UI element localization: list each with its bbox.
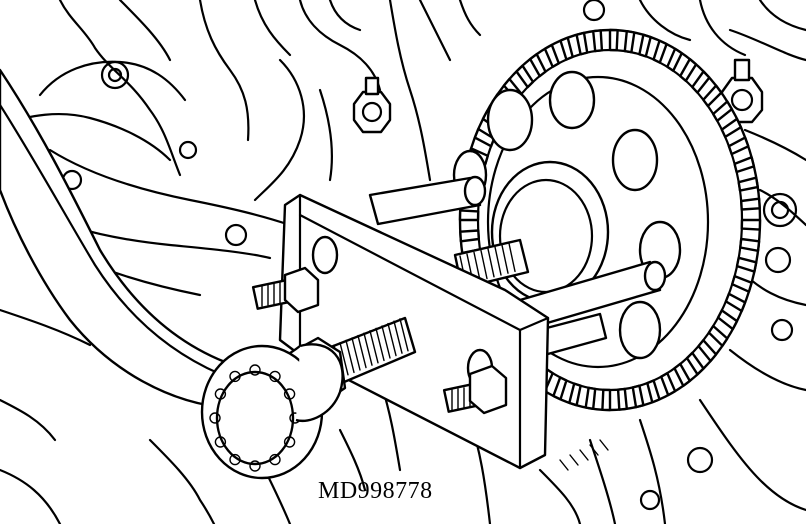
sprocket-tooth xyxy=(592,29,604,53)
sprocket-tooth xyxy=(459,229,480,243)
spanner-flute xyxy=(283,436,296,448)
sprocket-tooth xyxy=(616,387,628,411)
sprocket-tooth xyxy=(740,218,762,231)
sprocket-tooth xyxy=(666,47,683,73)
thread-line xyxy=(494,246,502,276)
spanner-flute xyxy=(209,412,221,424)
thread-line xyxy=(375,327,385,362)
sprocket-tooth xyxy=(552,376,568,401)
thread-line xyxy=(487,248,495,278)
right-side-bolt xyxy=(442,364,508,415)
sprocket-tooth xyxy=(685,351,705,376)
spanner-flute xyxy=(214,388,227,400)
puller-tool xyxy=(251,175,667,470)
thread-line xyxy=(345,339,355,374)
spanner-flute xyxy=(229,370,241,383)
sprocket-tooth xyxy=(707,324,729,347)
sprocket-tooth xyxy=(458,209,480,222)
thread-line xyxy=(357,334,367,369)
thread-line xyxy=(508,242,516,273)
sprocket-tooth xyxy=(568,382,582,407)
sprocket-tooth xyxy=(740,197,761,211)
sprocket-tooth xyxy=(631,384,645,409)
sprocket-tooth xyxy=(601,388,612,412)
thread-line xyxy=(480,249,488,280)
ring-spanner-flutes xyxy=(209,364,301,472)
sprocket-tooth xyxy=(623,30,636,54)
sprocket-tooth xyxy=(652,39,668,64)
part-number-label: MD998778 xyxy=(318,478,433,504)
sprocket-tooth xyxy=(646,379,661,404)
ring-spanner xyxy=(0,68,344,480)
thread-line xyxy=(339,342,349,376)
background-bolts xyxy=(352,58,764,134)
sprocket-tooth xyxy=(733,155,756,174)
sprocket-tooth xyxy=(724,292,747,313)
thread-line xyxy=(351,337,361,371)
spanner-flute xyxy=(249,364,261,376)
thread-line xyxy=(387,322,397,357)
sprocket-tooth xyxy=(735,256,758,273)
sprocket-tooth xyxy=(559,36,574,61)
sprocket-tooth xyxy=(529,53,547,78)
thread-line xyxy=(399,318,409,352)
thread-line xyxy=(369,330,379,364)
sprocket-tooth xyxy=(739,237,761,253)
sprocket-tooth xyxy=(543,43,560,69)
sprocket-tooth xyxy=(691,70,711,94)
thread-line xyxy=(363,332,373,366)
thread-line xyxy=(381,325,391,359)
sprocket-tooth xyxy=(697,339,718,363)
sprocket-tooth xyxy=(515,64,535,89)
sprocket-tooth xyxy=(712,100,733,123)
spanner-flute xyxy=(269,370,281,383)
thread-line xyxy=(501,244,509,274)
sprocket-tooth xyxy=(727,136,750,156)
sprocket-tooth xyxy=(716,309,739,331)
sprocket-tooth xyxy=(660,372,677,397)
spanner-flute xyxy=(229,453,241,466)
sprocket-tooth xyxy=(584,386,597,410)
spanner-flute xyxy=(214,436,227,448)
sprocket-tooth xyxy=(638,33,652,58)
sprocket-tooth xyxy=(673,362,691,387)
sprocket-tooth xyxy=(575,31,589,56)
spanner-flute xyxy=(249,460,261,472)
spanner-flute xyxy=(269,453,281,466)
sprocket-tooth xyxy=(702,84,723,108)
thread-line xyxy=(393,320,403,354)
left-side-bolt xyxy=(251,266,320,314)
sprocket-tooth xyxy=(608,28,619,52)
sprocket-tooth xyxy=(720,117,743,139)
sprocket-tooth xyxy=(737,176,759,192)
spanner-flute xyxy=(283,388,296,400)
thread-line xyxy=(473,251,481,282)
sprocket-tooth xyxy=(679,57,698,83)
sprocket-tooth xyxy=(731,274,753,293)
